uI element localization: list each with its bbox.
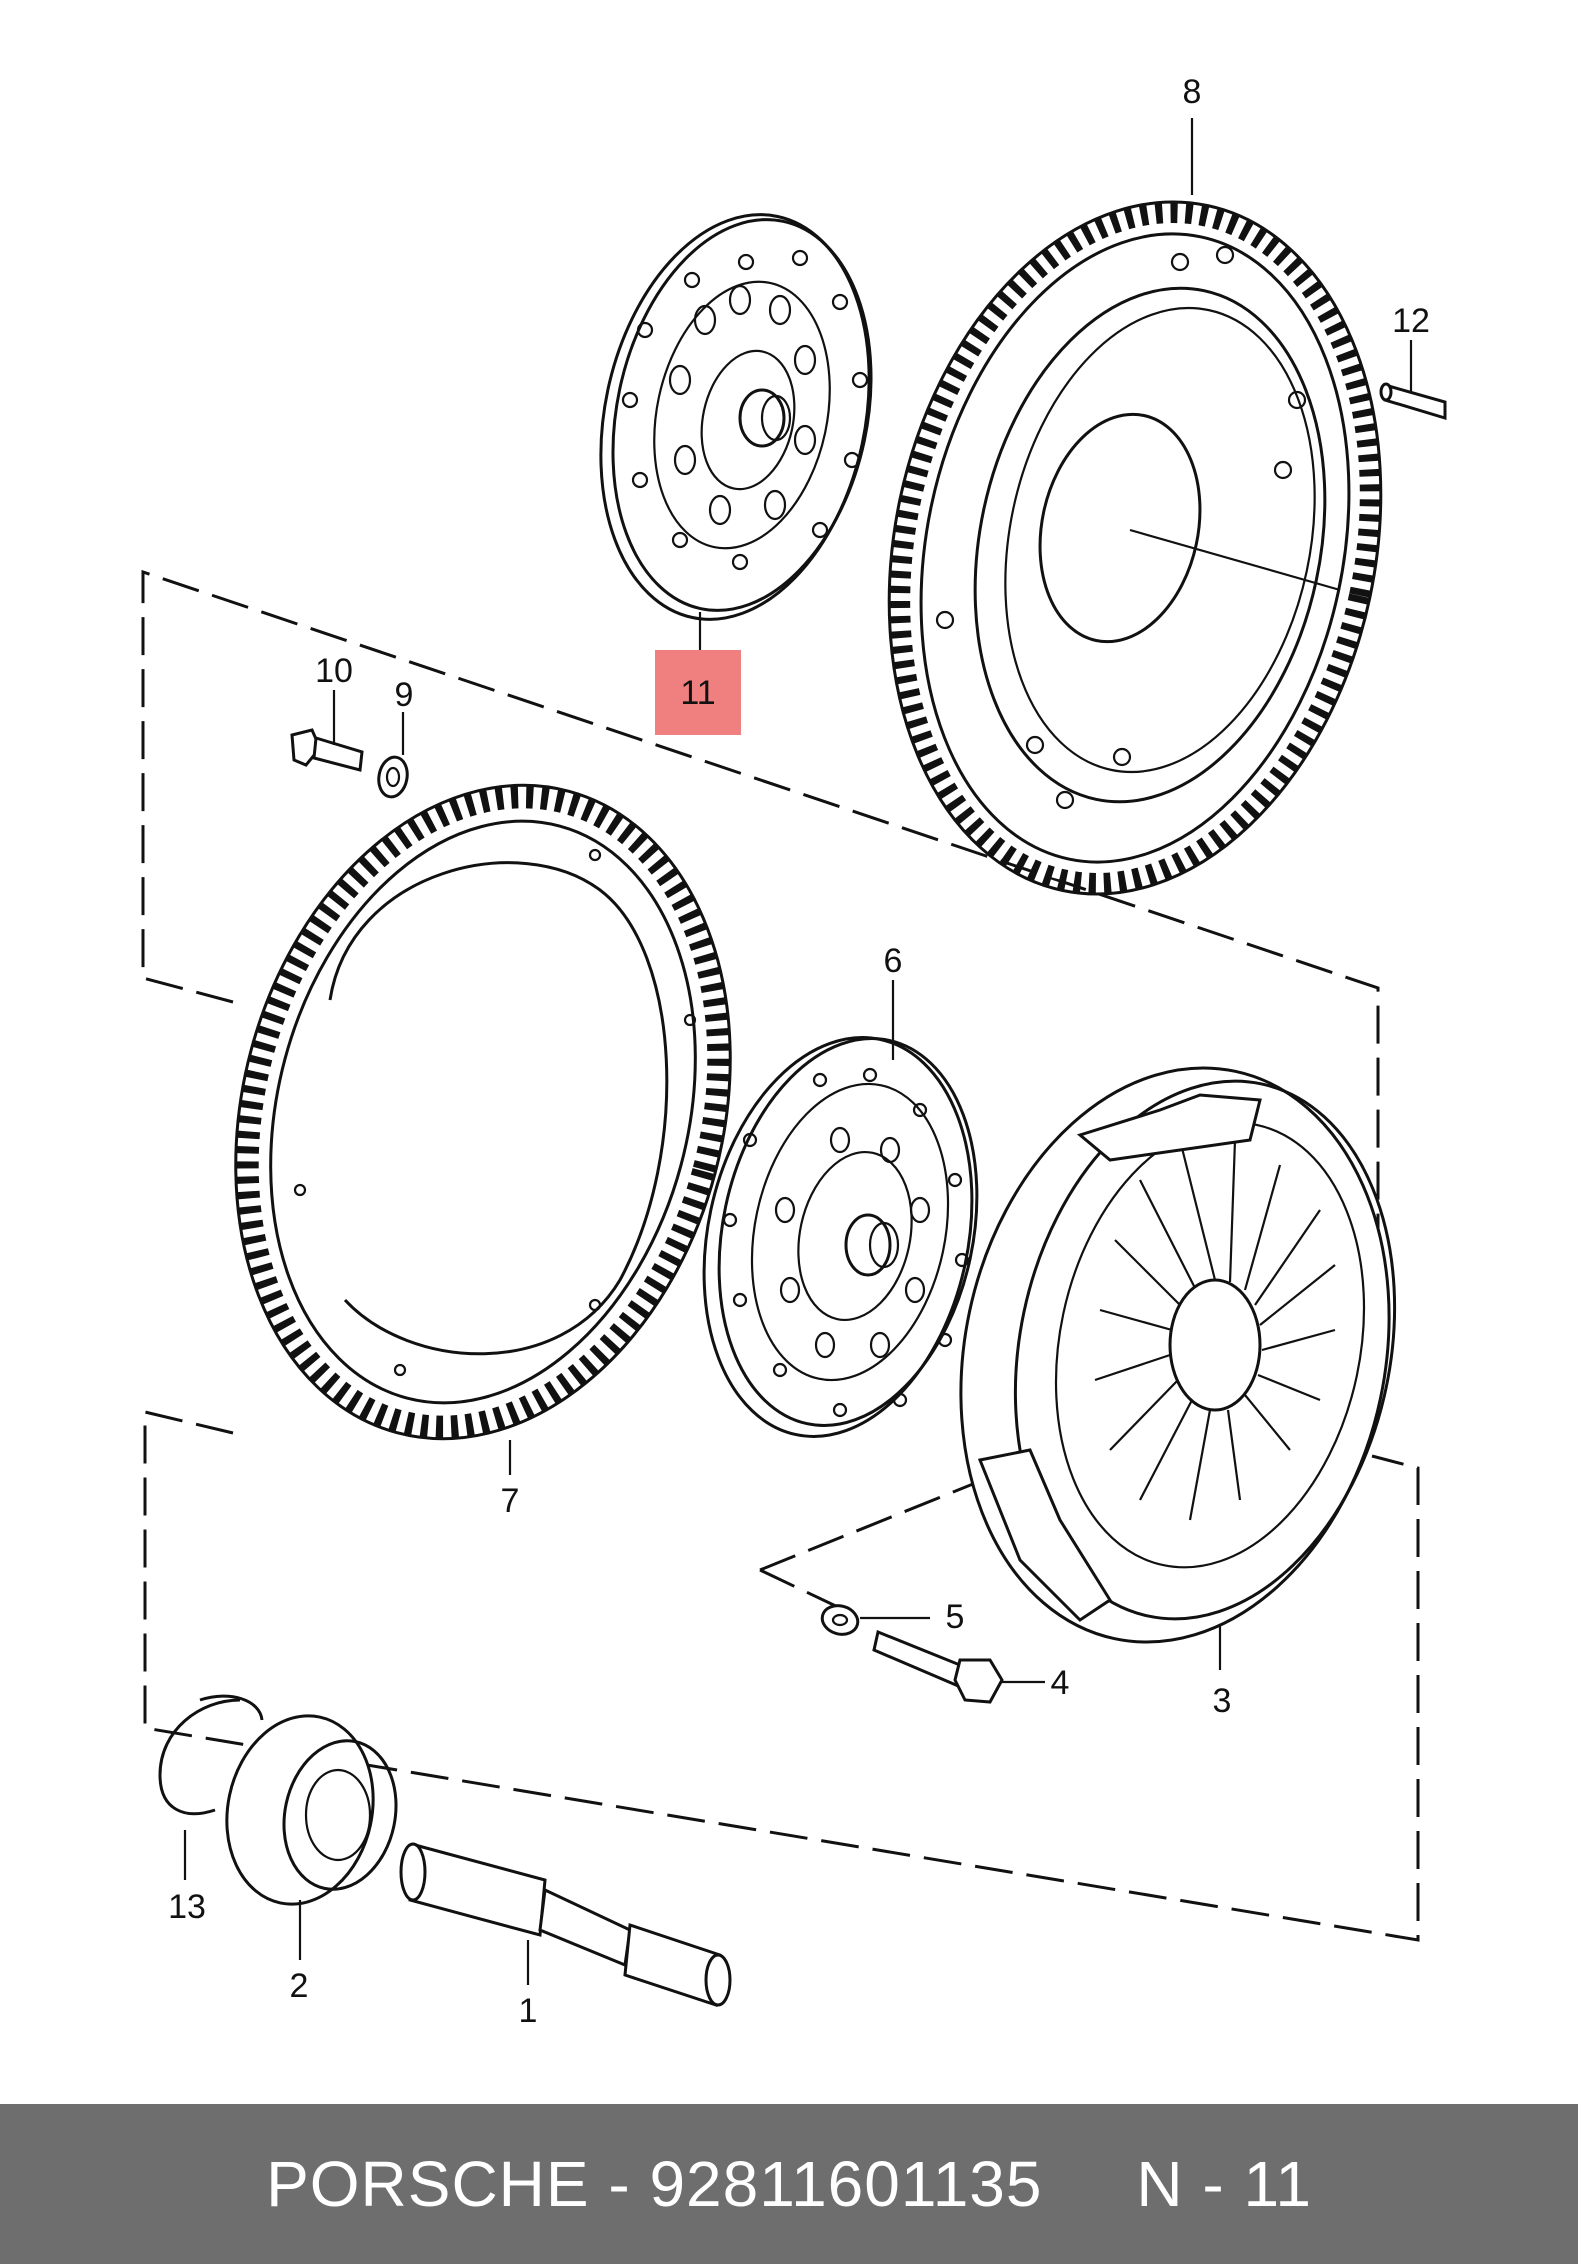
part-label-1: 1 [519, 1992, 538, 2030]
part-label-2: 2 [290, 1967, 309, 2005]
footer-part-number: PORSCHE - 92811601135 N - 11 [266, 2148, 1312, 2220]
part-label-10: 10 [315, 652, 353, 690]
part-13-snap-ring [158, 1694, 264, 1816]
part-11-clutch-disc [599, 213, 873, 621]
part-6-clutch-disc [702, 1036, 979, 1438]
part-label-11: 11 [680, 674, 715, 712]
part-label-8: 8 [1183, 73, 1202, 111]
lower-assembly-frame [143, 1410, 1420, 1942]
part-label-12: 12 [1392, 302, 1430, 340]
part-10-bolt [290, 728, 364, 772]
part-label-4: 4 [1051, 1664, 1070, 1702]
part-label-13: 13 [168, 1888, 206, 1926]
part-1-input-shaft [399, 1842, 732, 2008]
part-3-pressure-plate [959, 1066, 1397, 1644]
footer-bar: PORSCHE - 92811601135 N - 11 [0, 2104, 1578, 2264]
part-11-highlight-box [655, 650, 741, 735]
part-5-washer [820, 1604, 860, 1636]
part-7-flywheel [234, 783, 732, 1441]
part-label-6: 6 [884, 942, 903, 980]
part-9-washer [377, 755, 409, 799]
part-4-bolt [872, 1629, 1004, 1704]
upper-assembly-frame [141, 569, 1380, 1405]
bolt-axis-dashed-line-2 [759, 1568, 841, 1610]
part-label-5: 5 [946, 1598, 965, 1636]
part-12-dowel-pin [1379, 382, 1447, 421]
part-label-9: 9 [395, 676, 414, 714]
part-label-3: 3 [1213, 1682, 1232, 1720]
part-8-flywheel-ring-gear [887, 200, 1383, 896]
exploded-parts-diagram: 8 12 10 9 11 6 7 5 4 3 13 2 1 [141, 73, 1447, 2030]
part-label-7: 7 [501, 1482, 520, 1520]
part-2-release-bearing [225, 1714, 398, 1906]
